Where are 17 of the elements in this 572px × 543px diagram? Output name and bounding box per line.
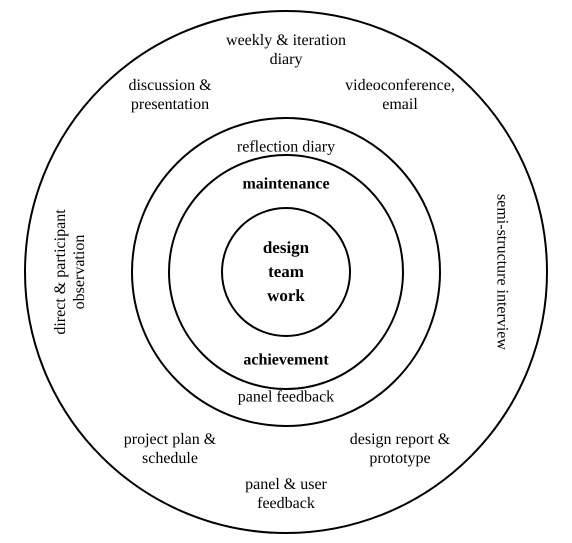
middle-ring	[131, 117, 441, 427]
ring-label: direct & participant observation	[51, 208, 89, 337]
ring-label: design team work	[262, 237, 310, 307]
ring-label: discussion & presentation	[127, 76, 213, 114]
ring-label: project plan & schedule	[122, 430, 218, 468]
outer-ring	[24, 10, 548, 534]
ring-label: panel & user feedback	[244, 475, 328, 513]
ring-label: achievement	[242, 350, 330, 370]
ring-label: semi-structure interview	[492, 193, 512, 352]
ring-label: maintenance	[241, 174, 331, 194]
ring-label: panel feedback	[236, 388, 336, 406]
ring-label: videoconference, email	[344, 76, 456, 114]
inner-ring	[168, 154, 404, 390]
ring-label: weekly & iteration diary	[225, 31, 347, 69]
ring-label: reflection diary	[236, 138, 336, 156]
center-circle	[221, 207, 351, 337]
ring-label: design report & prototype	[348, 430, 452, 468]
